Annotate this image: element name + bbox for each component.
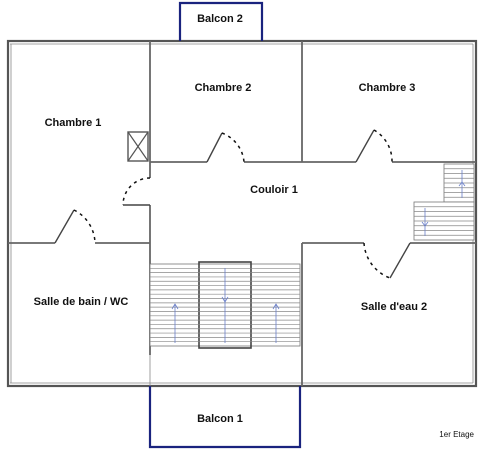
- side-staircase: [413, 163, 475, 241]
- room-label-couloir-1: Couloir 1: [250, 184, 298, 196]
- room-label-chambre-3: Chambre 3: [359, 82, 416, 94]
- door-chambre-3: [355, 129, 393, 163]
- door-chambre-2: [206, 132, 245, 163]
- balcony-2-outline: [178, 1, 264, 41]
- room-label-salle-de-bain: Salle de bain / WC: [34, 296, 129, 308]
- door-couloir-1: [122, 177, 151, 206]
- outer-wall-inner-lines: [10, 43, 474, 384]
- room-label-chambre-2: Chambre 2: [195, 82, 252, 94]
- stair-arrows: [171, 170, 466, 343]
- room-label-balcon-2: Balcon 2: [197, 13, 243, 25]
- room-label-balcon-1: Balcon 1: [197, 413, 243, 425]
- interior-walls: [8, 41, 476, 386]
- door-chambre-1: [54, 209, 96, 244]
- outer-wall: [6, 39, 478, 388]
- floor-label: 1er Etage: [439, 430, 474, 439]
- balcony-1-outline: [148, 386, 302, 449]
- door-salle-deau-2: [363, 242, 411, 279]
- room-label-chambre-1: Chambre 1: [45, 117, 102, 129]
- room-label-salle-deau-2: Salle d'eau 2: [361, 301, 427, 313]
- chimney-duct: [127, 131, 149, 162]
